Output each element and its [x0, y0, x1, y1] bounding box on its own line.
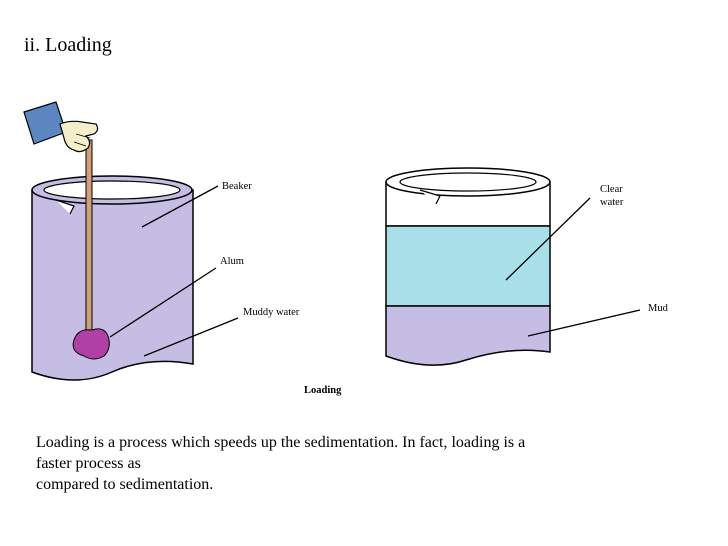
- clear-water-leader: [505, 197, 591, 281]
- alum-lump: [72, 328, 110, 360]
- mud-label: Mud: [648, 303, 669, 314]
- alum-leader: [109, 267, 217, 338]
- loading-diagram: Beaker Alum Muddy water Clear water Mud …: [23, 101, 669, 396]
- description-line-2: faster process as: [36, 455, 141, 472]
- clear-water-label-line2: water: [600, 197, 624, 208]
- description-line-1: Loading is a process which speeds up the…: [36, 434, 526, 451]
- alum-label: Alum: [220, 256, 244, 267]
- clear-water-layer: [385, 225, 551, 307]
- description-text: Loading is a process which speeds up the…: [36, 432, 706, 495]
- muddy-water-fill: [31, 189, 194, 381]
- stirring-rod: [85, 139, 93, 341]
- figure-caption: Loading: [304, 385, 342, 396]
- mud-layer: [385, 305, 551, 366]
- right-beaker: [385, 167, 551, 366]
- beaker-leader: [141, 185, 219, 228]
- beaker-label: Beaker: [222, 181, 252, 192]
- description-line-3: compared to sedimentation.: [36, 476, 214, 493]
- muddy-water-leader: [143, 317, 239, 357]
- mud-leader: [527, 309, 641, 337]
- left-beaker: [31, 175, 194, 381]
- hand-icon: [23, 101, 99, 153]
- muddy-water-label: Muddy water: [243, 307, 300, 318]
- page-title: ii. Loading: [24, 34, 112, 56]
- clear-water-label-line1: Clear: [600, 184, 623, 195]
